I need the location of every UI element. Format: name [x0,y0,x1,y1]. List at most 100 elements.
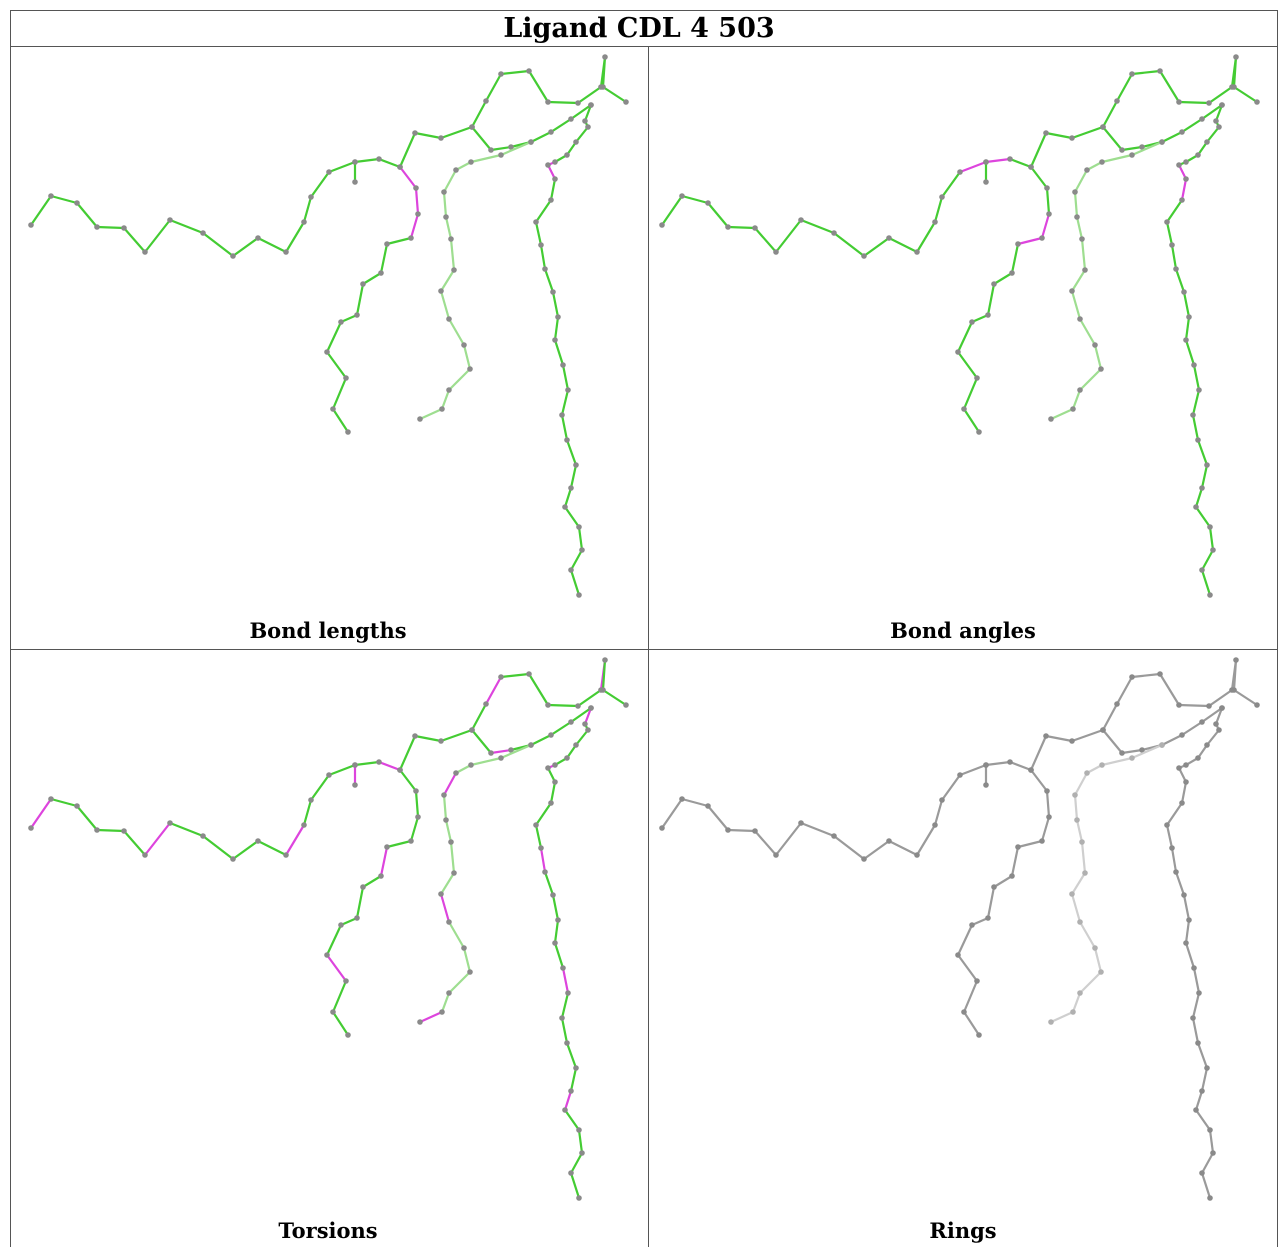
atom [1139,144,1145,150]
bond [543,267,555,294]
bond [986,885,996,920]
bond [327,160,357,174]
bond [1070,892,1082,924]
atom [1072,792,1078,798]
atom [602,657,608,663]
atom [1207,592,1213,598]
bond [1071,991,1082,1014]
bond [143,821,172,857]
atom [568,116,574,122]
bond [1192,363,1201,392]
rings-panel [659,657,1260,1201]
atom [939,797,945,803]
bond [454,160,473,172]
caption-bond-lengths: Bond lengths [249,618,407,643]
atom [548,800,554,806]
title-divider [10,46,1278,47]
bond [1205,728,1221,747]
bond [962,376,979,411]
atom [413,185,419,191]
bond [1158,69,1181,104]
atom [121,225,127,231]
bond [1070,289,1082,321]
bond [95,828,126,833]
atom [415,814,421,820]
atom [1039,235,1045,241]
bond [563,1089,573,1112]
atom [413,788,419,794]
bond [970,313,990,324]
atom [1164,219,1170,225]
bond [601,658,607,692]
bond [499,672,531,679]
atom [1099,762,1105,768]
atom [559,1015,565,1021]
bond [355,885,365,920]
atom [483,701,489,707]
atom [576,592,582,598]
atom [1009,270,1015,276]
atom [412,733,418,739]
atom [1183,159,1189,165]
atom [600,687,606,693]
atom [545,162,551,168]
bond [706,804,730,832]
atom [1196,990,1202,996]
bond [574,728,590,747]
bond [414,186,420,216]
bond [553,338,565,367]
bond [706,201,730,229]
bond [75,201,99,229]
bond [1080,840,1087,875]
bond [940,773,962,802]
atom [550,289,556,295]
atom [545,765,551,771]
bond [449,237,456,272]
bond [726,225,757,230]
bond [1194,1108,1212,1132]
atom [1077,990,1083,996]
bond [1165,801,1184,827]
bond [583,706,593,726]
bond [546,100,580,105]
bond [75,804,99,832]
bond [385,236,413,246]
bond [569,568,581,597]
bond [1200,568,1212,597]
atom [1069,738,1075,744]
bond [992,271,1014,286]
bond [1196,438,1209,467]
atom [354,312,360,318]
bond [231,236,260,258]
bond [1174,267,1186,294]
atom [1069,288,1075,294]
atom [1183,940,1189,946]
bond [1044,131,1074,140]
bond [418,407,444,421]
atom [1176,162,1182,168]
atom [1015,241,1021,247]
bond [1182,290,1191,319]
atom [326,169,332,175]
bond [553,315,560,342]
bond [361,271,383,286]
bond [962,979,979,1014]
bond [549,117,573,134]
bond [49,797,79,808]
atom [552,337,558,343]
bond [377,157,402,169]
bond [447,970,472,995]
atom [74,200,80,206]
atom [939,194,945,200]
bond [1194,505,1212,529]
bond [499,140,533,157]
atom [1114,98,1120,104]
atom [330,1009,336,1015]
atom [538,845,544,851]
bond [915,823,937,857]
atom [1206,100,1212,106]
atom [1191,362,1197,368]
bond [325,350,348,380]
atom [498,674,504,680]
atom [308,797,314,803]
